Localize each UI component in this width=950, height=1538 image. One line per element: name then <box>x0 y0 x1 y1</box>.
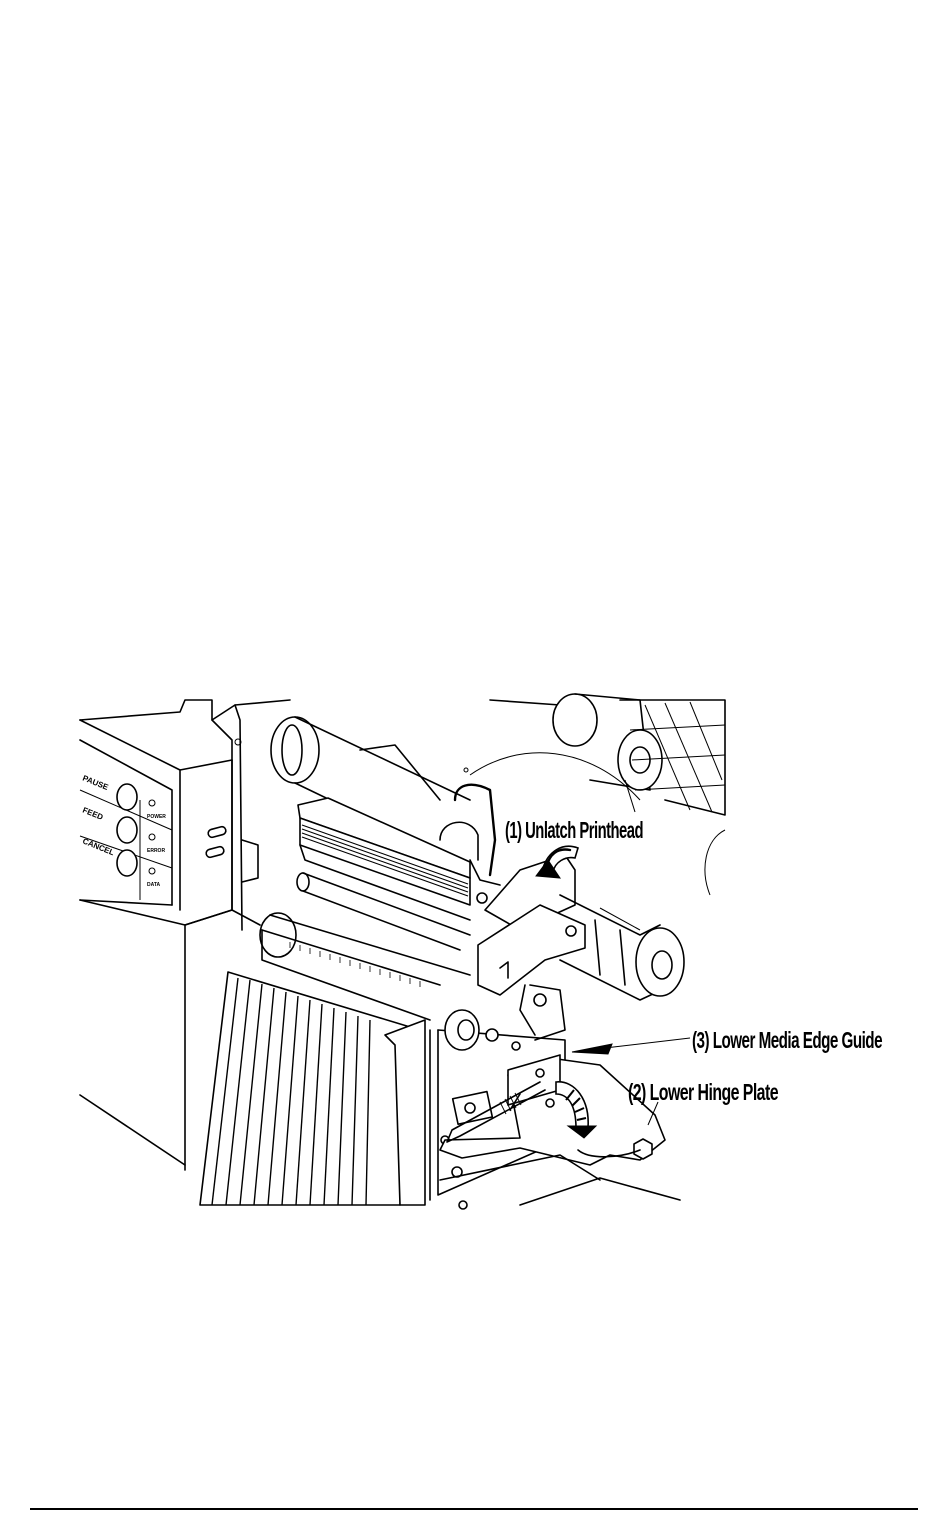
media-edge-guide-leader <box>605 1038 690 1048</box>
svg-text:POWER: POWER <box>147 814 166 820</box>
printhead-assembly <box>297 785 500 950</box>
cancel-button-icon <box>117 850 137 876</box>
cancel-label: CANCEL <box>81 837 115 858</box>
pause-label: PAUSE <box>81 774 110 793</box>
svg-text:ERROR: ERROR <box>147 848 165 854</box>
callout-unlatch-printhead: (1) Unlatch Printhead <box>505 817 643 843</box>
footer-rule <box>30 1508 918 1510</box>
pause-button-icon <box>117 784 137 810</box>
media-spindle <box>464 694 725 895</box>
feed-button-icon <box>117 817 137 843</box>
callout-lower-media-edge-guide: (3) Lower Media Edge Guide <box>692 1027 882 1053</box>
callout-lower-hinge-plate: (2) Lower Hinge Plate <box>628 1079 778 1105</box>
feed-label: FEED <box>81 806 104 822</box>
svg-text:DATA: DATA <box>147 882 161 888</box>
printhead-latch <box>478 855 684 1000</box>
